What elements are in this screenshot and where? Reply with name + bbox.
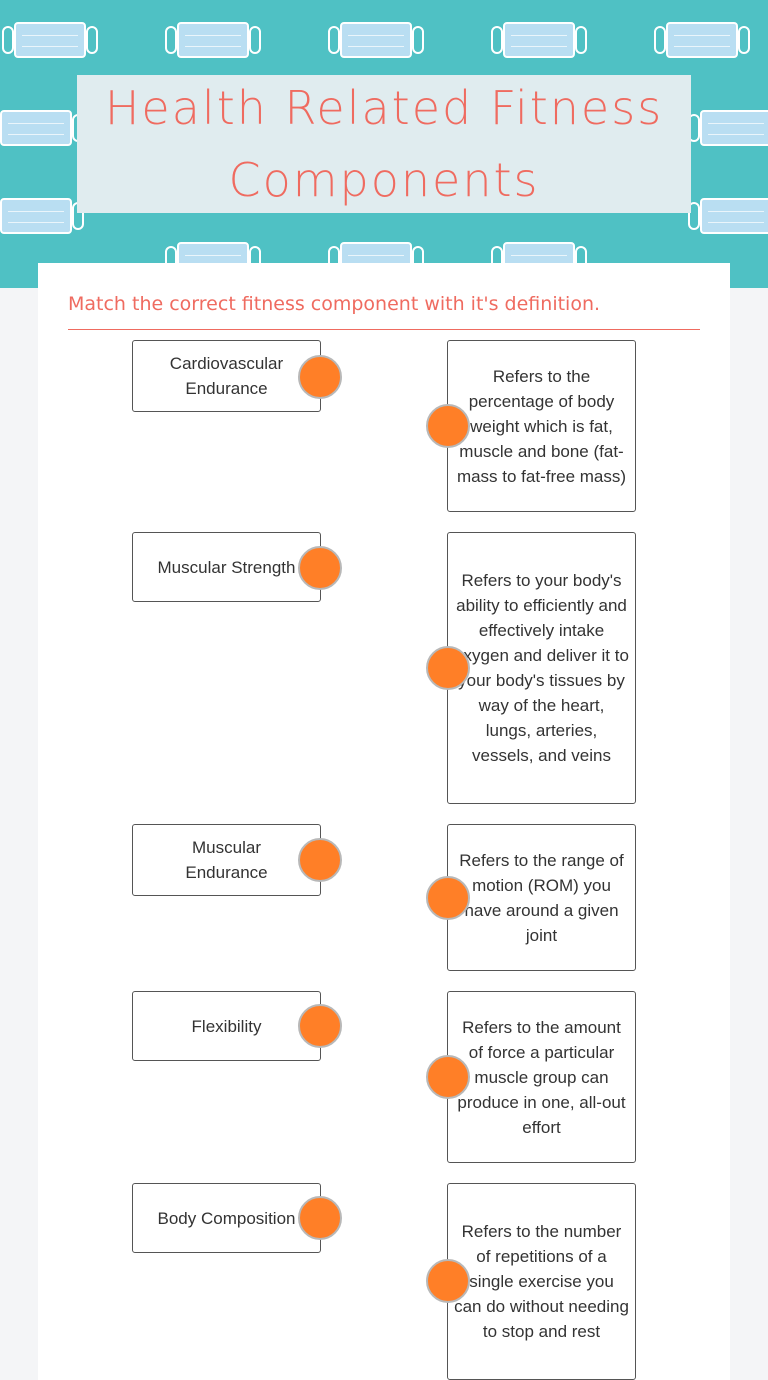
mask-pattern-decoration — [165, 22, 261, 58]
connector-dot-right[interactable] — [426, 646, 470, 690]
match-item-label: Refers to the number of repetitions of a… — [454, 1222, 629, 1341]
title-box: Health Related Fitness Components — [77, 75, 691, 213]
match-item-left: Cardiovascular Endurance — [132, 340, 321, 412]
connector-dot-left[interactable] — [298, 1196, 342, 1240]
divider — [68, 329, 700, 330]
match-item-label: Muscular Strength — [157, 557, 296, 577]
mask-pattern-decoration — [491, 22, 587, 58]
mask-pattern-decoration — [0, 110, 84, 146]
connector-dot-right[interactable] — [426, 1259, 470, 1303]
connector-dot-right[interactable] — [426, 876, 470, 920]
match-item-label: Body Composition — [157, 1208, 296, 1228]
mask-pattern-decoration — [2, 22, 98, 58]
match-item-left: Body Composition — [132, 1183, 321, 1253]
match-item-label: Muscular Endurance — [185, 838, 268, 882]
mask-pattern-decoration — [688, 110, 768, 146]
match-item-right: Refers to the percentage of body weight … — [447, 340, 636, 512]
connector-dot-right[interactable] — [426, 404, 470, 448]
match-item-label: Refers to the amount of force a particul… — [457, 1017, 626, 1137]
match-item-right: Refers to the number of repetitions of a… — [447, 1183, 636, 1380]
connector-dot-left[interactable] — [298, 1004, 342, 1048]
match-item-label: Cardiovascular Endurance — [169, 354, 284, 398]
instructions-text: Match the correct fitness component with… — [68, 293, 601, 315]
match-item-label: Refers to the range of motion (ROM) you … — [459, 850, 624, 945]
match-item-label: Refers to the percentage of body weight … — [456, 366, 627, 486]
page-title: Health Related Fitness Components — [104, 81, 664, 207]
connector-dot-left[interactable] — [298, 546, 342, 590]
match-item-label: Flexibility — [191, 1016, 262, 1036]
match-item-right: Refers to your body's ability to efficie… — [447, 532, 636, 804]
mask-pattern-decoration — [654, 22, 750, 58]
mask-pattern-decoration — [0, 198, 84, 234]
match-item-right: Refers to the amount of force a particul… — [447, 991, 636, 1163]
match-item-left: Muscular Strength — [132, 532, 321, 602]
mask-pattern-decoration — [688, 198, 768, 234]
match-item-right: Refers to the range of motion (ROM) you … — [447, 824, 636, 971]
mask-pattern-decoration — [328, 22, 424, 58]
match-item-left: Flexibility — [132, 991, 321, 1061]
connector-dot-left[interactable] — [298, 355, 342, 399]
match-item-left: Muscular Endurance — [132, 824, 321, 896]
match-item-label: Refers to your body's ability to efficie… — [454, 571, 629, 765]
connector-dot-left[interactable] — [298, 838, 342, 882]
connector-dot-right[interactable] — [426, 1055, 470, 1099]
